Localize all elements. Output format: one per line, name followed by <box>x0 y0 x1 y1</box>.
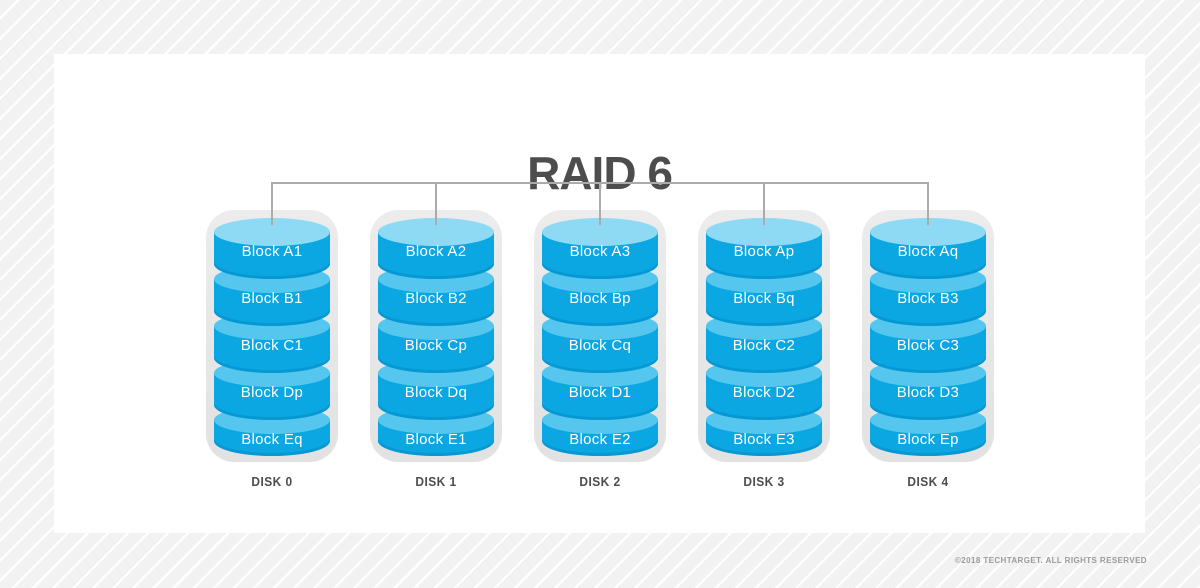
block-label: Block E2 <box>569 431 631 448</box>
connector-line-vertical <box>599 182 601 225</box>
block-label: Block C3 <box>896 337 960 354</box>
block-label: Block Cp <box>404 337 468 354</box>
disk-platter: Block D2 <box>706 359 822 434</box>
disk-platter: Block A2 <box>378 218 494 293</box>
connector-line-vertical <box>435 182 437 225</box>
disk-platter: Block Dp <box>214 359 330 434</box>
block-label: Block B1 <box>241 290 303 307</box>
connector-line-vertical <box>271 182 273 225</box>
disk-platter: Block A1 <box>214 218 330 293</box>
block-label: Block C1 <box>240 337 304 354</box>
block-label: Block B2 <box>405 290 467 307</box>
block-label: Block Ep <box>897 431 959 448</box>
block-label: Block Cq <box>568 337 632 354</box>
diagram-card: RAID 6 Block A1 Block B1 <box>54 54 1145 533</box>
block-label: Block Dq <box>404 384 468 401</box>
block-label: Block D2 <box>732 384 796 401</box>
block-label: Block A3 <box>569 243 631 260</box>
disk-name-label: DISK 2 <box>579 474 621 489</box>
copyright-text: ©2018 TECHTARGET. ALL RIGHTS RESERVED <box>955 556 1147 565</box>
disk-platter: Block Aq <box>870 218 986 293</box>
block-label: Block D3 <box>896 384 960 401</box>
block-label: Block Aq <box>897 243 959 260</box>
disk-column-4: Block Aq Block B3 Block C3 Block D3 <box>862 182 994 510</box>
disk-name-label: DISK 0 <box>251 474 293 489</box>
disk-platter: Block B2 <box>378 265 494 340</box>
disk-name-label: DISK 4 <box>907 474 949 489</box>
disk-platter-stack: Block Aq Block B3 Block C3 Block D3 <box>870 218 986 458</box>
block-label: Block Bq <box>733 290 795 307</box>
disk-platter-stack: Block A1 Block B1 Block C1 Block Dp <box>214 218 330 458</box>
disk-platter-stack: Block A3 Block Bp Block Cq Block D1 <box>542 218 658 458</box>
disk-platter: Block Cq <box>542 312 658 387</box>
disk-platter-stack: Block Ap Block Bq Block C2 Block D2 <box>706 218 822 458</box>
block-label: Block C2 <box>732 337 796 354</box>
block-label: Block E3 <box>733 431 795 448</box>
connector-line-vertical <box>927 182 929 225</box>
block-label: Block D1 <box>568 384 632 401</box>
disk-column-0: Block A1 Block B1 Block C1 Block Dp <box>206 182 338 510</box>
disk-platter: Block A3 <box>542 218 658 293</box>
disk-column-3: Block Ap Block Bq Block C2 Block D2 <box>698 182 830 510</box>
block-label: Block Ap <box>733 243 795 260</box>
block-label: Block Dp <box>240 384 304 401</box>
block-label: Block Eq <box>241 431 303 448</box>
block-label: Block A1 <box>241 243 303 260</box>
disk-platter: Block Ap <box>706 218 822 293</box>
block-label: Block E1 <box>405 431 467 448</box>
block-label: Block Bp <box>569 290 631 307</box>
disk-name-label: DISK 3 <box>743 474 785 489</box>
disk-column-2: Block A3 Block Bp Block Cq Block D1 <box>534 182 666 510</box>
disk-platter-stack: Block A2 Block B2 Block Cp Block Dq <box>378 218 494 458</box>
disk-name-label: DISK 1 <box>415 474 457 489</box>
disk-column-1: Block A2 Block B2 Block Cp Block Dq <box>370 182 502 510</box>
block-label: Block A2 <box>405 243 467 260</box>
block-label: Block B3 <box>897 290 959 307</box>
connector-line-vertical <box>763 182 765 225</box>
